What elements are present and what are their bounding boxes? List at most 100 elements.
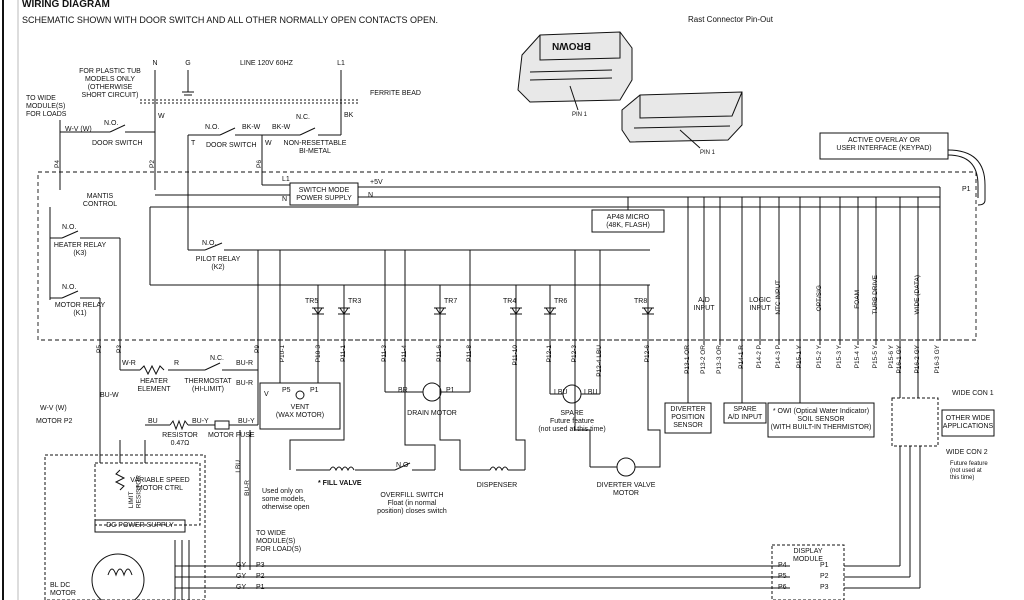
input-logic-label: LOGIC INPUT (749, 297, 771, 313)
bldc-coils (107, 568, 133, 577)
wire-bk-label: BK (344, 112, 354, 119)
wire-bu-label: BU (148, 418, 158, 425)
other-wide-box (941, 409, 995, 437)
overlay-cable (947, 149, 986, 206)
door-switch-2-blade (219, 127, 236, 136)
spare-ad-box (723, 402, 767, 424)
pin-label: P16-2 GY (914, 345, 921, 374)
gy-p3: P3 (256, 562, 265, 569)
overfill-label: OVERFILL SWITCH Float (in normal positio… (377, 492, 447, 516)
pin-p5-label: P5 (96, 345, 103, 353)
control-board-outline (37, 171, 977, 341)
motor-relay-no: N.O. (62, 284, 77, 291)
power-l1: L1 (337, 60, 345, 67)
ferrite-bead-label: FERRITE BEAD (370, 90, 421, 97)
pin-label: P11-3 (381, 345, 388, 362)
pin-label: P13-2 OR (700, 345, 707, 374)
to-wide-label: TO WIDE MODULE(S) FOR LOADS (26, 95, 67, 119)
wire-buy-label: BU-Y (192, 418, 209, 425)
pin-label: P16-1 GY (896, 345, 903, 374)
gy-drops (174, 540, 190, 600)
display-p3: P3 (820, 584, 829, 591)
pin-p3-label: P3 (116, 345, 123, 353)
gy-label-2: GY (236, 573, 247, 580)
wire-wv-2-label: W-V (W) (40, 405, 67, 412)
micro-label: AP48 MICRO (48K, FLASH) (606, 214, 650, 230)
fill-feed (289, 355, 345, 470)
board-p1: P1 (962, 186, 971, 193)
triac-tr5: TR5 (305, 298, 319, 305)
pin-label: P15-4 Y (854, 345, 861, 369)
limit-resistor-symbol (114, 469, 126, 491)
power-line: LINE 120V 60HZ (240, 60, 293, 67)
dispenser-return (515, 355, 526, 470)
gy-label-3: GY (236, 584, 247, 591)
pilot-relay-label: PILOT RELAY (K2) (195, 256, 241, 272)
pin-label: P14-1 R (738, 345, 745, 369)
wire-w-label-2: W (265, 140, 272, 147)
wide-con-2-label: WIDE CON 2 (946, 449, 988, 456)
triac-tr7: TR7 (444, 298, 458, 305)
pin-label: P15-1 Y (796, 345, 803, 369)
pin-label: P13-1 OR (684, 345, 691, 374)
pin-label: P15-6 Y (888, 345, 895, 369)
pin-p9-label: P9 (254, 345, 261, 353)
spare-lbu-label-2: LBU (584, 389, 598, 396)
heater-relay-no: N.O. (62, 224, 77, 231)
overfill-blade (394, 462, 411, 471)
input-opt-label: OPT/SIG (816, 285, 823, 312)
bimetal-nc: N.C. (296, 114, 310, 121)
smps-box (289, 182, 359, 206)
overlay-cable-2 (947, 154, 979, 198)
smps-label: SWITCH MODE POWER SUPPLY (296, 187, 352, 203)
dispenser-feed (439, 355, 461, 470)
active-overlay-label: ACTIVE OVERLAY OR USER INTERFACE (KEYPAD… (836, 137, 932, 153)
pin-p2: P2 (149, 160, 156, 168)
display-p6: P6 (778, 584, 787, 591)
wide-con-box (891, 397, 939, 447)
dc-ps-box (94, 519, 186, 533)
bimetal-blade (299, 127, 316, 136)
vent-label: VENT (WAX MOTOR) (275, 404, 325, 420)
pin-label: P11-10 (512, 345, 519, 366)
fill-valve-coil (329, 466, 355, 472)
input-turb-label: TURB DRIVE (872, 275, 879, 315)
motor-control-outline (44, 454, 206, 600)
input-wide-label: WIDE (DATA) (914, 275, 921, 315)
bldc-motor-label: BL DC MOTOR (50, 582, 76, 598)
wire-r-label: R (174, 360, 180, 367)
triac-columns (257, 250, 649, 355)
wire-buy-label-2: BU-Y (238, 418, 255, 425)
future-feature-note: Future feature (not used at this time) (950, 461, 988, 481)
pin-p4: P4 (54, 160, 61, 168)
board-n2: N (368, 192, 374, 199)
rast-pin1-b: PIN 1 (700, 150, 716, 156)
input-ad-label: A/D INPUT (693, 297, 715, 313)
pin-label: P14-2 P (756, 345, 763, 369)
to-wide-2-label: TO WIDE MODULE(S) FOR LOAD(S) (256, 530, 302, 554)
input-ntc-label: NTC INPUT (775, 280, 782, 315)
fill-valve-label: * FILL VALVE (318, 480, 362, 487)
drain-motor-symbol (422, 382, 442, 402)
other-wide-label: OTHER WIDE APPLICATIONS (942, 415, 994, 431)
pin-label: P12-1 (546, 345, 553, 363)
wire-bkw-label-2: BK-W (272, 124, 291, 131)
wire-bur-label-2: BU-R (244, 480, 251, 496)
triac-tr3: TR3 (348, 298, 362, 305)
pin-label: P10-3 (315, 345, 322, 363)
page-title: WIRING DIAGRAM (22, 0, 110, 10)
door-switch-label: DOOR SWITCH (92, 140, 143, 147)
vsmc-label: VARIABLE SPEED MOTOR CTRL (130, 477, 190, 493)
pin-label: P11-4 (401, 345, 408, 362)
diverter-motor-label: DIVERTER VALVE MOTOR (596, 482, 656, 498)
display-p4: P4 (778, 562, 787, 569)
heater-relay-blade (61, 230, 79, 239)
pin-label: P16-3 GY (934, 345, 941, 374)
owi-box (767, 402, 875, 438)
rast-title: Rast Connector Pin-Out (688, 15, 773, 24)
spare-ad-label: SPARE A/D INPUT (727, 406, 763, 422)
display-p5: P5 (778, 573, 787, 580)
dispenser-label: DISPENSER (476, 482, 518, 489)
page-subtitle: SCHEMATIC SHOWN WITH DOOR SWITCH AND ALL… (22, 15, 439, 25)
rast-pin1-a: PIN 1 (572, 112, 588, 118)
